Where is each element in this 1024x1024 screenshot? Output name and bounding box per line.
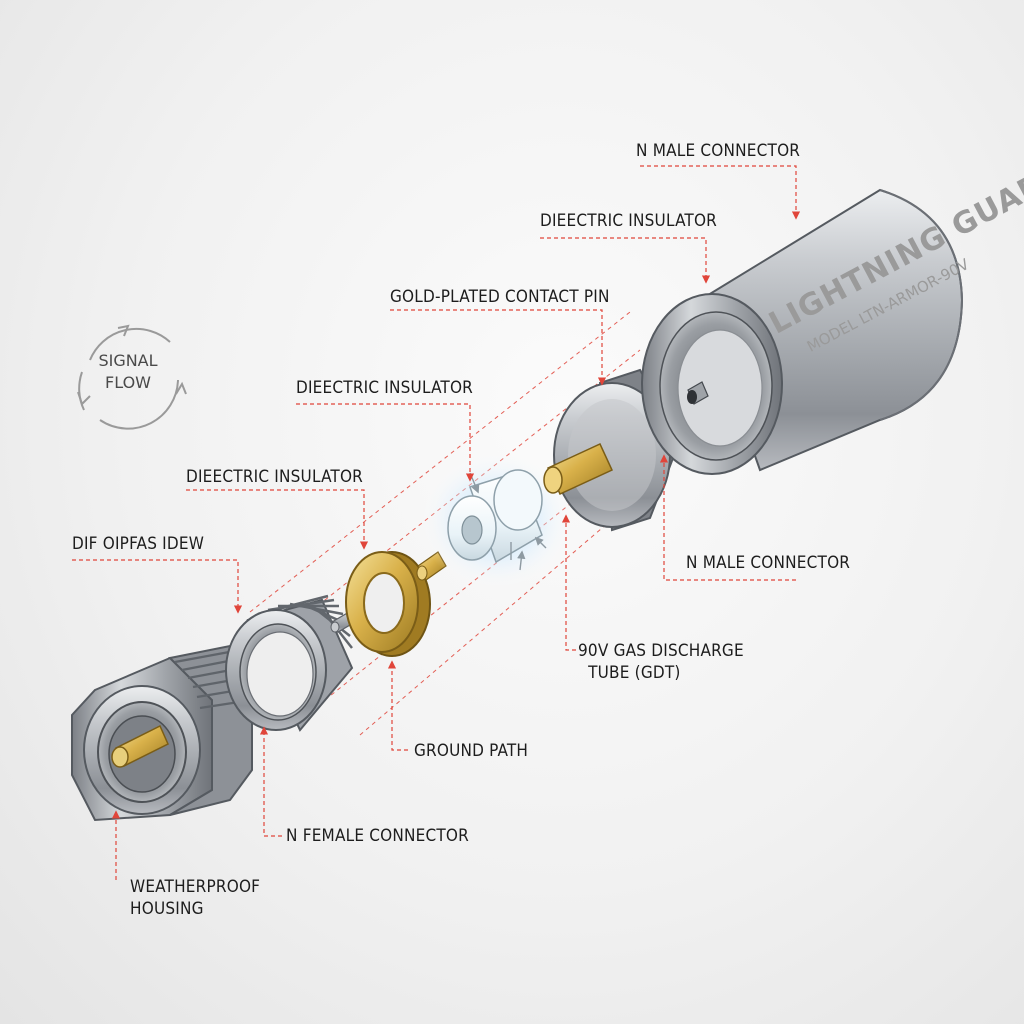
label-gold-plated-contact-pin: GOLD-PLATED CONTACT PIN	[390, 287, 610, 307]
signal-flow-icon	[77, 324, 187, 430]
label-gas-discharge-tube: 90V GAS DISCHARGE TUBE (GDT)	[578, 641, 744, 684]
threaded-ring	[225, 594, 354, 732]
contact-disc	[543, 368, 682, 532]
label-n-male-connector-right: N MALE CONNECTOR	[686, 553, 851, 573]
label-dielectric-insulator-3: DIEECTRIC INSULATOR	[186, 467, 364, 487]
label-weatherproof-housing: WEATHERPROOF HOUSING	[130, 877, 261, 920]
signal-flow-label: SIGNAL FLOW	[98, 351, 158, 392]
label-n-male-connector-top: N MALE CONNECTOR	[636, 141, 801, 161]
gas-discharge-tube	[419, 450, 575, 590]
label-dielectric-insulator-2: DIEECTRIC INSULATOR	[296, 378, 474, 398]
label-n-female-connector: N FEMALE CONNECTOR	[286, 826, 469, 846]
lightning-guard-body: LIGHTNING GUARD MODEL LTN-ARMOR-90V	[641, 155, 1024, 475]
leader-lines	[72, 165, 801, 880]
label-ground-path: GROUND PATH	[414, 741, 529, 761]
label-garbled: DIF OIPFAS IDEW	[72, 534, 205, 554]
label-dielectric-insulator-1: DIEECTRIC INSULATOR	[540, 211, 718, 231]
weatherproof-housing	[71, 643, 253, 822]
gold-washer	[345, 551, 431, 657]
